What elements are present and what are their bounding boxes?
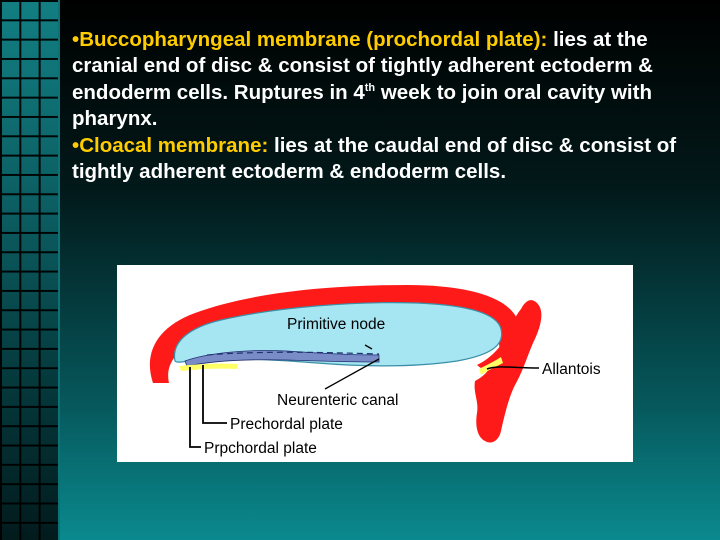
embryo-diagram: Primitive node Allantois Neurenteric can… (117, 265, 633, 462)
leader-prpchordal-plate (189, 367, 201, 448)
label-neurenteric-canal: Neurenteric canal (277, 392, 398, 409)
yolk-sac-edge-caudal (479, 357, 503, 375)
term-buccopharyngeal: Buccopharyngeal membrane (prochordal pla… (79, 28, 548, 51)
bullet-buccopharyngeal: •Buccopharyngeal membrane (prochordal pl… (72, 27, 702, 133)
label-prpchordal-plate: Prpchordal plate (204, 440, 317, 457)
leader-primitive-node (364, 344, 373, 350)
leader-allantois (486, 366, 540, 370)
term-cloacal: Cloacal membrane: (79, 133, 269, 157)
bullet-marker: • (72, 133, 80, 157)
embryo-diagram-svg: Primitive node Allantois Neurenteric can… (149, 285, 601, 457)
label-primitive-node: Primitive node (287, 316, 385, 333)
label-prechordal-plate: Prechordal plate (230, 416, 343, 433)
bullet-cloacal: •Cloacal membrane: lies at the caudal en… (72, 133, 702, 186)
leader-neurenteric-canal (324, 358, 380, 390)
decorative-tile-strip (0, 0, 58, 540)
description-buccopharyngeal: lies at the cranial end of disc & consis… (72, 28, 653, 104)
description-cloacal: lies at the caudal end of disc & consist… (72, 133, 677, 184)
decorative-strip-edge (58, 0, 60, 540)
bullet-marker: • (72, 28, 80, 51)
notochordal-process (206, 351, 380, 356)
leader-prechordal-plate (202, 365, 227, 424)
description-buccopharyngeal-end: week to join oral cavity with pharynx. (72, 80, 652, 131)
embryonic-disc (184, 350, 380, 367)
amnion-shape (149, 285, 520, 383)
label-allantois: Allantois (542, 361, 601, 378)
slide-text: •Buccopharyngeal membrane (prochordal pl… (72, 27, 702, 185)
yolk-sac-edge (179, 363, 237, 371)
ordinal-suffix: th (364, 81, 376, 94)
allantois-shape (474, 300, 542, 443)
